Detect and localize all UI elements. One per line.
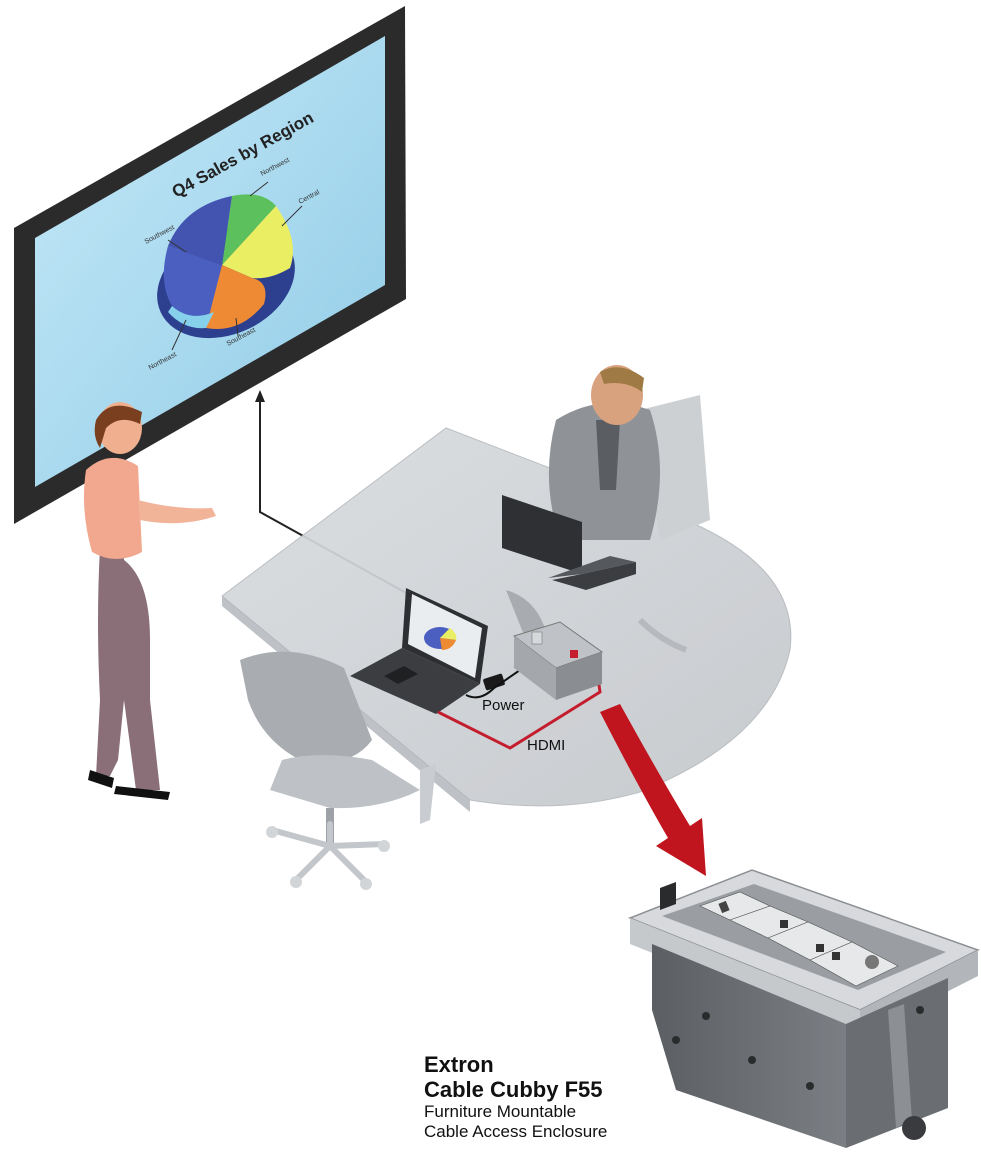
cable-arrow-up — [255, 390, 265, 402]
pie-slice-central — [222, 206, 293, 279]
office-chair — [240, 651, 436, 890]
power-adapter — [483, 673, 505, 691]
pie-slice-northeast — [168, 306, 214, 329]
cable-cubby-enclosure — [627, 869, 980, 1148]
table-cable-cubby — [512, 621, 604, 700]
product-desc-line2: Cable Access Enclosure — [424, 1122, 608, 1141]
product-desc-line1: Furniture Mountable — [424, 1102, 577, 1121]
seated-person — [506, 365, 710, 653]
hdmi-label: HDMI — [527, 737, 565, 754]
presenter-laptop — [350, 588, 488, 714]
product-brand: Extron — [424, 1052, 494, 1077]
wall-display: Q4 Sales by Region Northwest Central Sou… — [14, 6, 406, 524]
zoom-arrow — [600, 704, 706, 876]
product-caption: Extron Cable Cubby F55 Furniture Mountab… — [424, 1052, 684, 1142]
far-laptop — [502, 495, 636, 590]
pie-slice-southeast — [206, 265, 266, 329]
pie-chart: Northwest Central Southwest Southeast No… — [144, 157, 322, 372]
pie-slice-southwest — [163, 246, 222, 316]
presenter-person — [84, 402, 216, 800]
power-label: Power — [482, 697, 525, 714]
product-model: Cable Cubby F55 — [424, 1077, 603, 1102]
pie-slice-northwest — [222, 194, 276, 265]
